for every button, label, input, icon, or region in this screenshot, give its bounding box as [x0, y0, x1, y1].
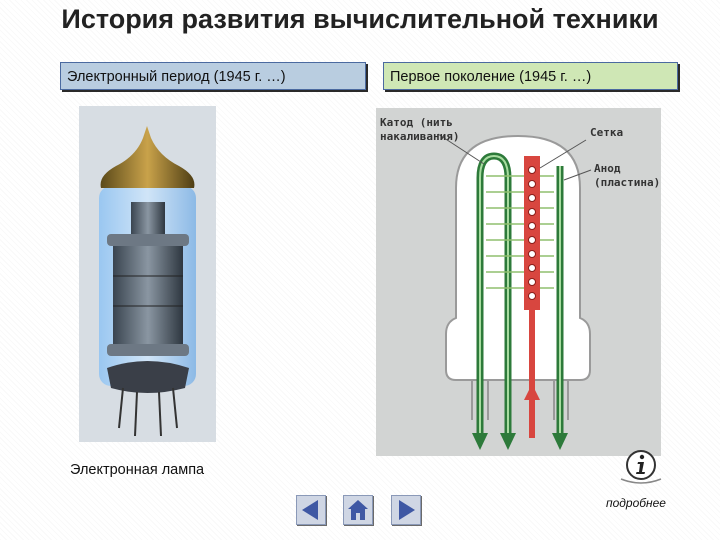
home-icon: [348, 500, 368, 520]
label-cathode-1: Катод (нить: [380, 116, 453, 129]
vacuum-tube-photo: [79, 106, 216, 442]
triangle-left-icon: [302, 500, 318, 520]
tube-schematic: Катод (нить накаливания) Сетка Анод (пла…: [380, 116, 660, 450]
label-electronic-period: Электронный период (1945 г. …): [60, 62, 366, 90]
info-icon: [620, 450, 662, 484]
label-first-generation: Первое поколение (1945 г. …): [383, 62, 678, 90]
vacuum-tube-diagram: Катод (нить накаливания) Сетка Анод (пла…: [376, 108, 661, 456]
home-button[interactable]: [343, 495, 373, 525]
label-anode-2: (пластина): [594, 176, 660, 189]
more-link[interactable]: подробнее: [606, 496, 666, 510]
label-anode-1: Анод: [594, 162, 621, 175]
photo-caption: Электронная лампа: [70, 462, 205, 478]
label-grid: Сетка: [590, 126, 623, 139]
slide-title: История развития вычислительной техники: [61, 4, 659, 34]
label-cathode-2: накаливания): [380, 130, 459, 143]
info-button[interactable]: [619, 447, 663, 487]
prev-slide-button[interactable]: [296, 495, 326, 525]
triangle-right-icon: [399, 500, 415, 520]
vacuum-tube-illustration: [99, 126, 196, 437]
next-slide-button[interactable]: [391, 495, 421, 525]
